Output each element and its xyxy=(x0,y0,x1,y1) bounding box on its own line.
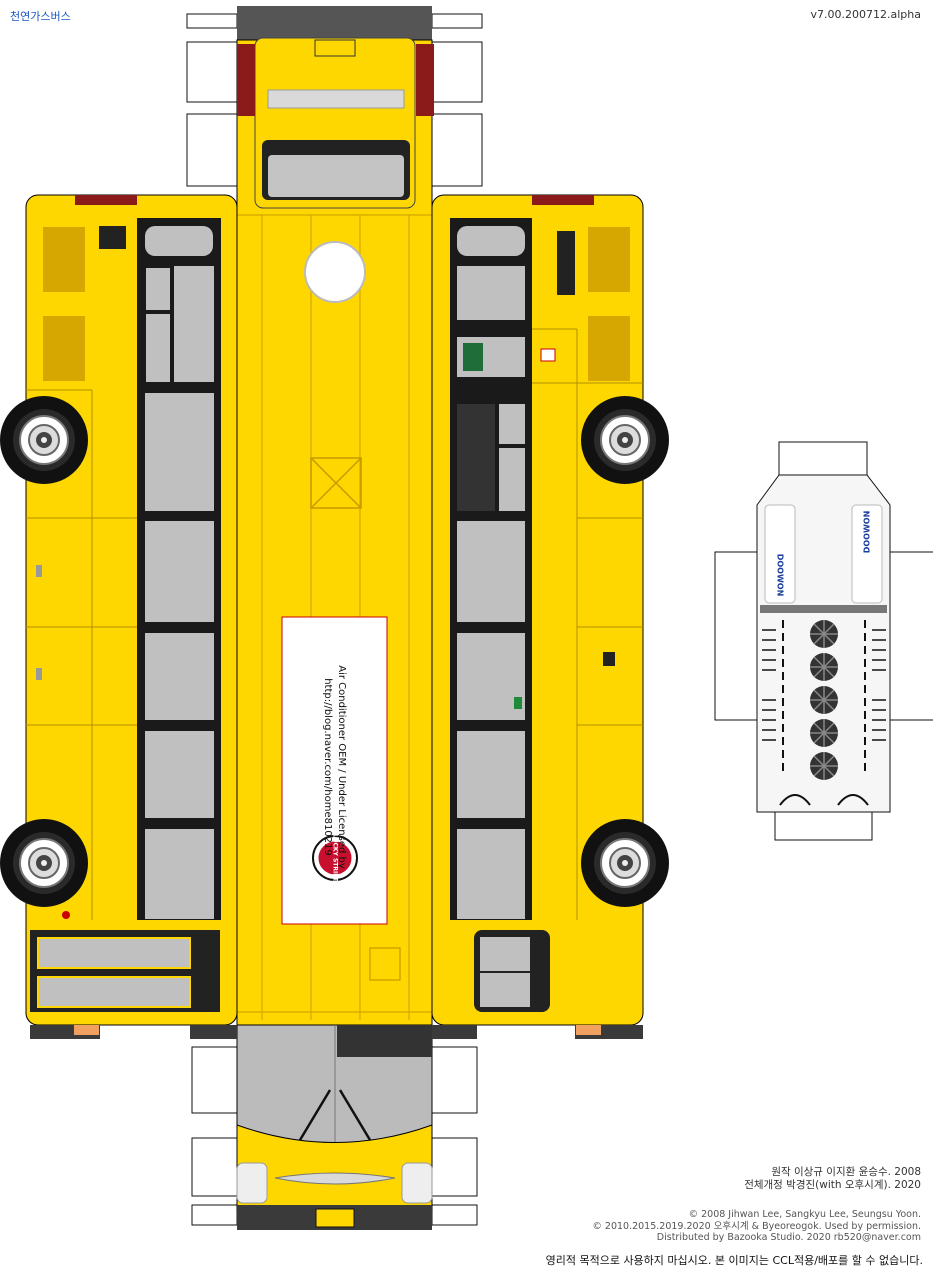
glue-tabs xyxy=(186,13,483,1226)
copyright-line3: Distributed by Bazooka Studio. 2020 rb52… xyxy=(656,1232,921,1243)
credit-revised: 전체개정 박경진(with 오후시계). 2020 xyxy=(744,1179,921,1191)
left-side-panel xyxy=(0,194,238,1039)
copyright-line2: © 2010.2015.2019.2020 오후시계 & Byeoreogok.… xyxy=(592,1220,921,1232)
ac-brand-right: DOOWON xyxy=(862,510,872,554)
right-side-panel xyxy=(431,194,670,1039)
copyright-line1: © 2008 Jihwan Lee, Sangkyu Lee, Seungsu … xyxy=(688,1209,921,1220)
logo-text: LUCKY STRIKE xyxy=(331,834,339,882)
ac-unit xyxy=(714,441,933,841)
roof-panel xyxy=(236,6,434,1035)
credits-block: 원작 이상규 이지환 윤승수. 2008 전체개정 박경진(with 오후시계)… xyxy=(744,1166,921,1192)
version-label: v7.00.200712.alpha xyxy=(810,8,921,21)
copyright-block: © 2008 Jihwan Lee, Sangkyu Lee, Seungsu … xyxy=(592,1209,921,1244)
ac-license-panel: Air Conditioner OEM / Under Licensed by … xyxy=(282,617,387,924)
lucky-strike-logo xyxy=(312,835,358,881)
model-title: 천연가스버스 xyxy=(10,10,71,23)
front-panel xyxy=(236,1024,433,1230)
usage-notice: 영리적 목적으로 사용하지 마십시오. 본 이미지는 CCL적용/배포를 할 수… xyxy=(545,1254,923,1267)
ac-brand-left: DOOWON xyxy=(775,553,785,597)
credit-original: 원작 이상규 이지환 윤승수. 2008 xyxy=(771,1166,921,1178)
